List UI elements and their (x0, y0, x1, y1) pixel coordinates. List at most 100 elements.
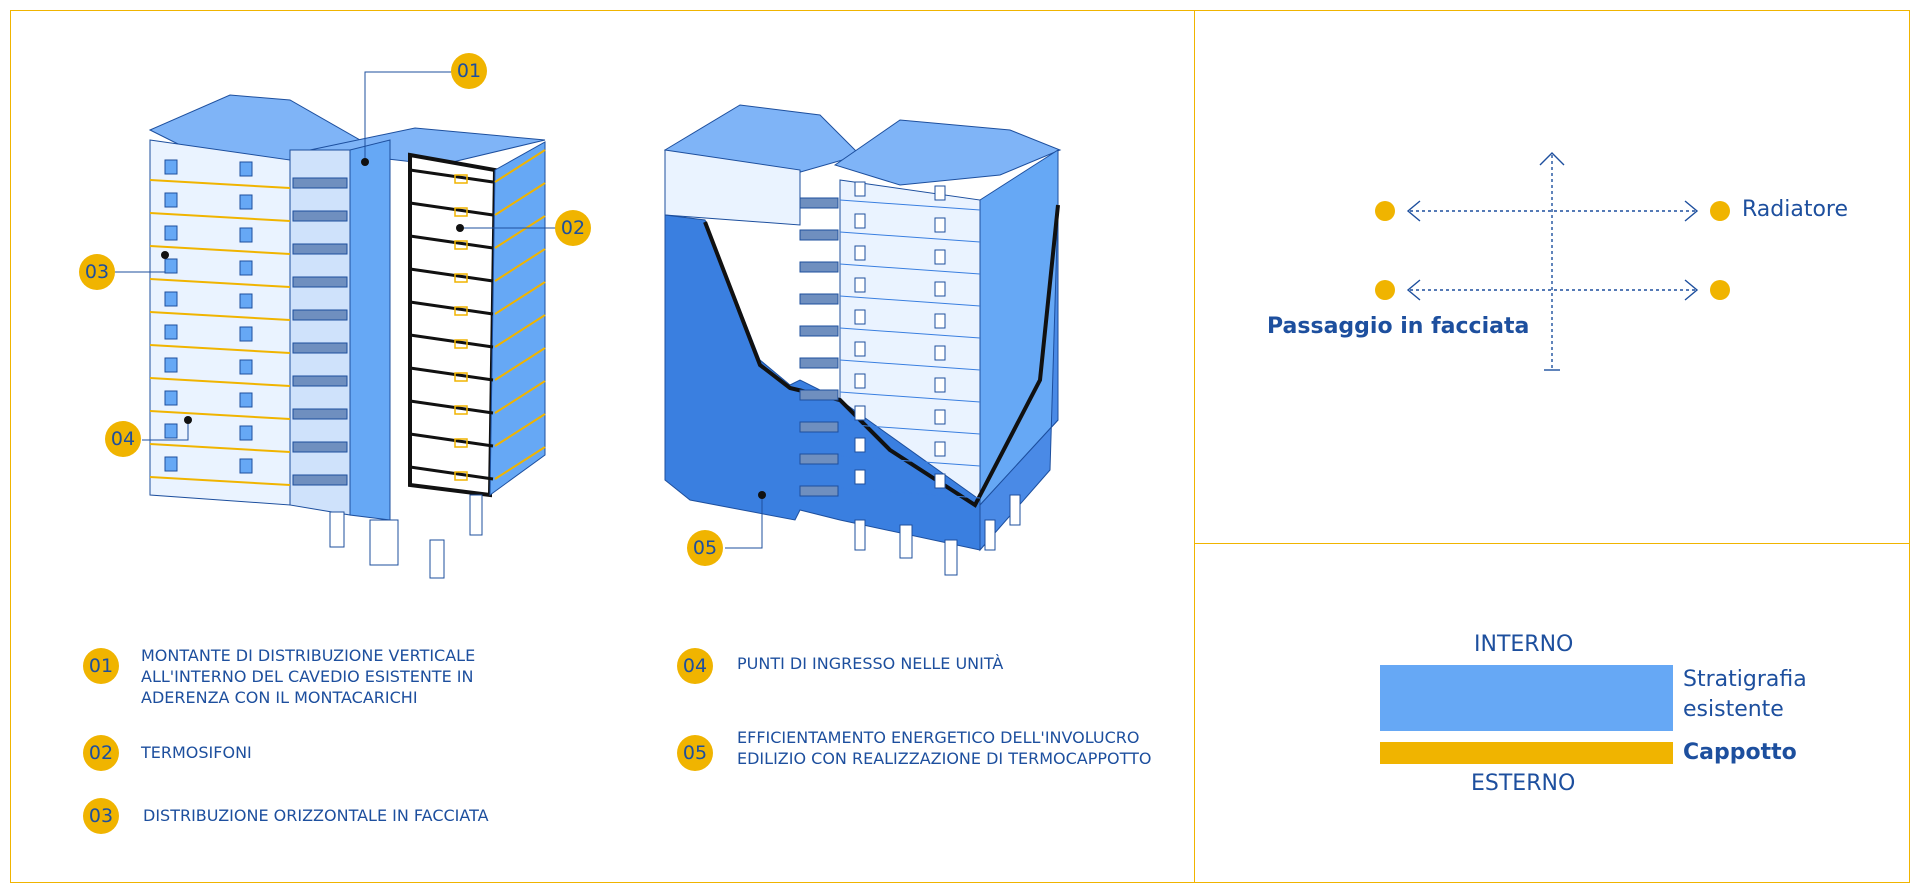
window (934, 249, 946, 265)
legend-badge-02: 02 (83, 735, 119, 771)
floor-slab-line (409, 234, 494, 250)
facade-distribution-line (149, 245, 291, 255)
radiator (454, 339, 468, 349)
legend-text-01: MONTANTE DI DISTRIBUZIONE VERTICALE ALL'… (141, 646, 476, 707)
balcony (799, 293, 839, 305)
facade-distribution-line (149, 410, 291, 420)
balcony (799, 357, 839, 369)
window (239, 293, 253, 309)
balcony (799, 229, 839, 241)
balcony (292, 375, 348, 387)
radiator (454, 273, 468, 283)
callout-04: 04 (105, 421, 141, 457)
floor-line (839, 391, 981, 403)
window (164, 423, 178, 439)
legend-text-03: DISTRIBUZIONE ORIZZONTALE IN FACCIATA (143, 806, 489, 825)
window (239, 227, 253, 243)
floor-slab-line (409, 300, 494, 316)
balcony (799, 485, 839, 497)
radiator (454, 405, 468, 415)
legend-badge-05: 05 (677, 735, 713, 771)
facade-distribution-line (149, 344, 291, 354)
floor-slab-line (409, 201, 494, 217)
window (239, 326, 253, 342)
balcony (799, 261, 839, 273)
window (239, 458, 253, 474)
side-distribution-line (494, 281, 546, 315)
window (934, 473, 946, 489)
facade-distribution-line (149, 443, 291, 453)
window (164, 456, 178, 472)
floor-slab-line (409, 168, 494, 184)
window (854, 469, 866, 485)
balcony (292, 342, 348, 354)
floor-line (839, 455, 981, 467)
window (164, 192, 178, 208)
floor-line (839, 263, 981, 275)
radiator (454, 207, 468, 217)
window (239, 425, 253, 441)
side-distribution-line (494, 314, 546, 348)
side-distribution-line (494, 248, 546, 282)
radiator (454, 471, 468, 481)
window (164, 324, 178, 340)
window (854, 181, 866, 197)
window (854, 309, 866, 325)
esterno-label: ESTERNO (1471, 771, 1576, 796)
side-distribution-line (494, 413, 546, 447)
facade-distribution-line (149, 377, 291, 387)
window (164, 291, 178, 307)
legend-text-02: TERMOSIFONI (141, 743, 252, 762)
window (934, 345, 946, 361)
window (854, 245, 866, 261)
floor-slab-line (409, 432, 494, 448)
window (934, 409, 946, 425)
existing-layer-label: Stratigrafia esistente (1683, 667, 1807, 722)
cappotto-label: Cappotto (1683, 740, 1797, 765)
facade-distribution-line (149, 311, 291, 321)
radiatore-label: Radiatore (1742, 197, 1849, 222)
callout-02: 02 (555, 210, 591, 246)
legend-badge-01: 01 (83, 648, 119, 684)
balcony (799, 325, 839, 337)
window (934, 217, 946, 233)
balcony (799, 453, 839, 465)
window (854, 437, 866, 453)
side-distribution-line (494, 215, 546, 249)
side-distribution-line (494, 446, 546, 480)
floor-line (839, 295, 981, 307)
window (164, 159, 178, 175)
floor-slab-line (409, 267, 494, 283)
floor-line (839, 487, 981, 499)
balcony (292, 276, 348, 288)
window (854, 405, 866, 421)
floor-line (839, 359, 981, 371)
radiator (454, 240, 468, 250)
window (854, 373, 866, 389)
window (934, 281, 946, 297)
legend-badge-04: 04 (677, 648, 713, 684)
radiator (454, 372, 468, 382)
side-distribution-line (494, 182, 546, 216)
window (854, 341, 866, 357)
floor-slab-line (409, 465, 494, 481)
callout-leaders (115, 71, 763, 549)
window (934, 313, 946, 329)
legend-text-04: PUNTI DI INGRESSO NELLE UNITÀ (737, 654, 1004, 673)
balcony (292, 474, 348, 486)
window (934, 377, 946, 393)
radiator (454, 174, 468, 184)
passaggio-label: Passaggio in facciata (1267, 314, 1530, 339)
window (239, 194, 253, 210)
window (239, 161, 253, 177)
floor-slab-line (409, 399, 494, 415)
floor-line (839, 327, 981, 339)
existing-layer-bar (1380, 665, 1673, 731)
window (239, 260, 253, 276)
legend-badge-03: 03 (83, 798, 119, 834)
balcony (292, 210, 348, 222)
callout-05: 05 (687, 530, 723, 566)
balcony (799, 389, 839, 401)
floor-line (839, 231, 981, 243)
balcony (292, 243, 348, 255)
